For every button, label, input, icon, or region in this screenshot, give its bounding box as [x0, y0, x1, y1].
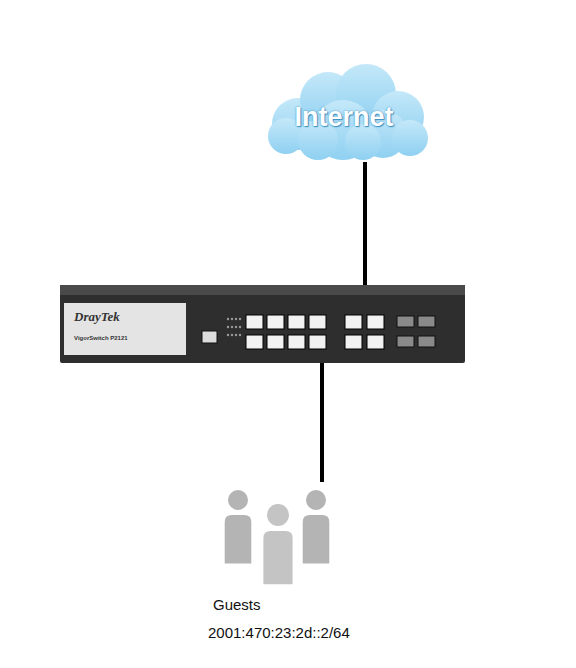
- network-link: [320, 363, 324, 482]
- node-label: DrayTek: [74, 309, 184, 325]
- status-led: [235, 326, 237, 328]
- node-label: Guests: [213, 596, 383, 613]
- internet-cloud: Internet: [258, 62, 430, 162]
- logo-panel: [64, 303, 186, 355]
- guest-users: Guests2001:470:23:2d::2/64: [200, 482, 390, 647]
- ethernet-port: [288, 315, 305, 329]
- node-label: 2001:470:23:2d::2/64: [208, 624, 390, 641]
- person-body: [302, 514, 331, 565]
- status-led: [231, 334, 233, 336]
- ethernet-port: [309, 335, 326, 349]
- ethernet-port: [367, 315, 384, 329]
- console-port: [202, 331, 217, 343]
- sfp-port: [397, 336, 414, 347]
- status-led: [235, 334, 237, 336]
- status-led: [231, 326, 233, 328]
- status-led: [239, 318, 241, 320]
- ethernet-port: [246, 335, 263, 349]
- node-shape: [60, 285, 465, 363]
- person-head: [266, 503, 290, 527]
- ethernet-port: [345, 335, 362, 349]
- network-switch: DrayTekVigorSwitch P2121: [60, 285, 465, 363]
- person-icon: [262, 503, 293, 585]
- status-led: [227, 334, 229, 336]
- ethernet-port: [367, 335, 384, 349]
- cloud-puff: [392, 120, 428, 156]
- node-shape: [200, 482, 390, 647]
- node-label: VigorSwitch P2121: [74, 335, 184, 341]
- status-led: [231, 318, 233, 320]
- ethernet-port: [267, 335, 284, 349]
- person-icon: [224, 489, 253, 565]
- ethernet-port: [345, 315, 362, 329]
- status-led: [239, 334, 241, 336]
- network-link: [363, 162, 367, 285]
- ethernet-port: [288, 335, 305, 349]
- switch-body: [60, 285, 465, 363]
- status-led: [227, 326, 229, 328]
- switch-top: [60, 285, 465, 295]
- person-icon: [302, 489, 331, 565]
- person-head: [305, 489, 327, 511]
- sfp-port: [418, 316, 435, 327]
- ethernet-port: [246, 315, 263, 329]
- person-head: [227, 489, 249, 511]
- person-body: [262, 530, 293, 585]
- sfp-port: [418, 336, 435, 347]
- ethernet-port: [267, 315, 284, 329]
- status-led: [239, 326, 241, 328]
- ethernet-port: [309, 315, 326, 329]
- status-led: [235, 318, 237, 320]
- sfp-port: [397, 316, 414, 327]
- status-led: [227, 318, 229, 320]
- person-body: [224, 514, 253, 565]
- node-label: Internet: [258, 102, 430, 133]
